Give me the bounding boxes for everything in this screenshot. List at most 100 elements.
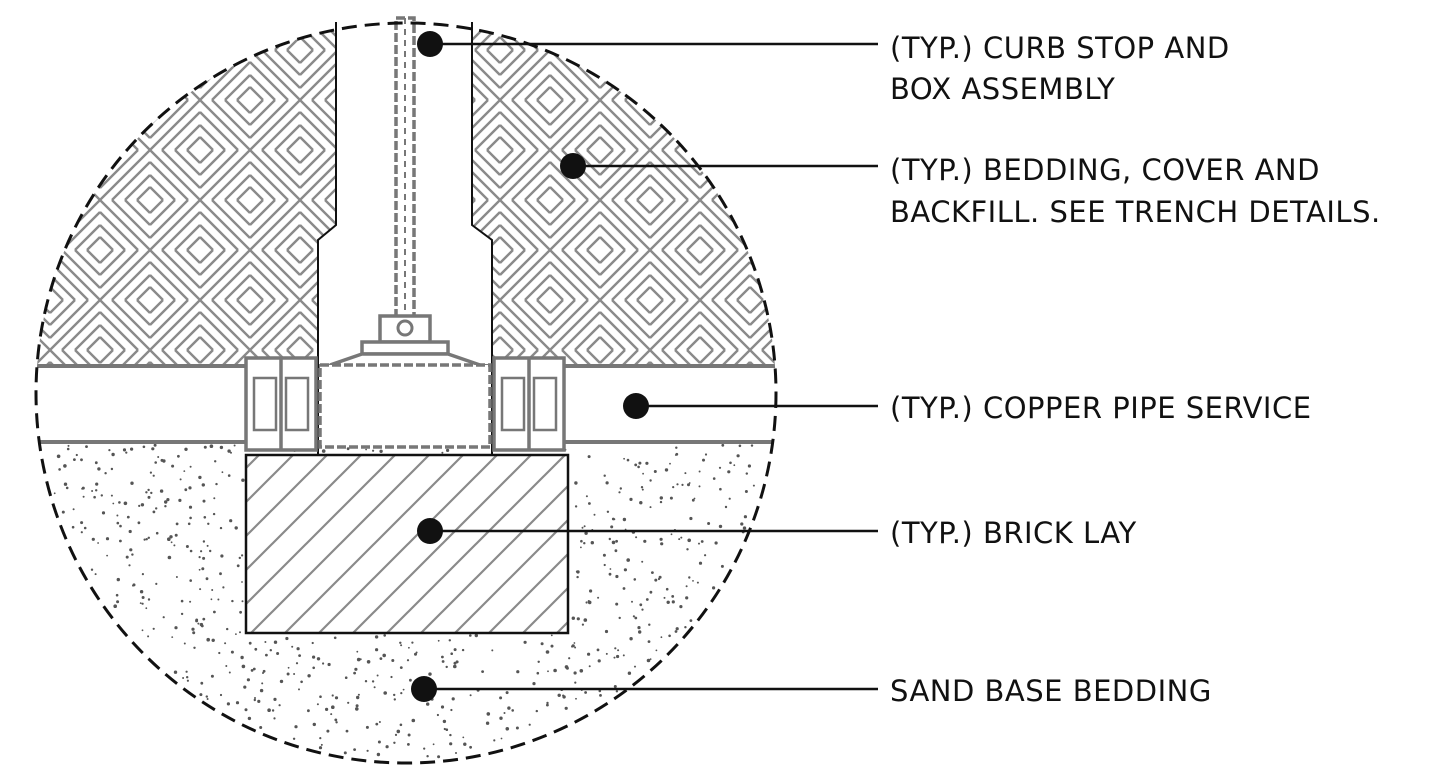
sand-dot <box>603 563 606 567</box>
sand-dot <box>453 664 457 669</box>
sand-dot <box>141 602 144 605</box>
sand-dot <box>184 488 188 492</box>
sand-dot <box>718 524 723 529</box>
sand-dot <box>90 568 94 571</box>
sand-dot <box>177 454 180 458</box>
sand-dot <box>202 556 206 560</box>
sand-dot <box>528 723 531 726</box>
sand-dot <box>733 464 736 467</box>
sand-dot <box>110 494 113 497</box>
sand-dot <box>219 693 223 697</box>
sand-dot <box>564 665 569 669</box>
sand-dot <box>145 607 148 610</box>
sand-dot <box>409 678 412 682</box>
sand-dot <box>185 545 189 548</box>
sand-dot <box>581 526 584 529</box>
sand-dot <box>105 537 110 541</box>
sand-dot <box>750 444 754 447</box>
sand-dot <box>742 526 747 530</box>
sand-dot <box>141 573 144 576</box>
sand-dot <box>356 650 359 653</box>
sand-dot <box>441 451 444 454</box>
sand-dot <box>65 486 69 490</box>
sand-dot <box>532 682 536 686</box>
sand-dot <box>227 474 231 477</box>
sand-dot <box>116 514 119 517</box>
sand-dot <box>562 694 565 697</box>
sand-dot <box>411 641 414 644</box>
sand-dot <box>616 654 620 659</box>
curb-box <box>317 22 493 455</box>
sand-dot <box>132 584 134 587</box>
sand-dot <box>719 487 722 491</box>
sand-dot <box>626 558 630 562</box>
sand-dot <box>248 641 252 645</box>
sand-dot <box>550 644 554 648</box>
sand-dot <box>259 688 264 693</box>
sand-dot <box>546 703 549 707</box>
sand-dot <box>241 554 244 557</box>
sand-dot <box>178 498 182 502</box>
sand-dot <box>687 538 691 543</box>
sand-dot <box>618 616 621 620</box>
sand-dot <box>125 451 128 454</box>
sand-dot <box>356 695 360 700</box>
sand-dot <box>173 544 176 547</box>
sand-dot <box>376 674 379 677</box>
sand-dot <box>254 697 256 699</box>
curb-stop-rod <box>394 16 416 320</box>
sand-dot <box>366 660 371 664</box>
sand-dot <box>241 478 245 482</box>
sand-dot <box>687 483 690 487</box>
sand-dot <box>298 654 301 657</box>
sand-dot <box>634 463 638 467</box>
sand-dot <box>175 576 178 578</box>
sand-dot <box>627 671 632 675</box>
sand-dot <box>116 521 120 525</box>
leader-curb-stop <box>417 31 878 57</box>
sand-dot <box>53 492 56 495</box>
sand-dot <box>169 535 173 539</box>
sand-dot <box>320 743 323 746</box>
sand-dot <box>81 486 85 490</box>
sand-dot <box>675 627 679 631</box>
sand-dot <box>675 446 678 449</box>
sand-dot <box>205 695 208 698</box>
sand-dot <box>608 572 612 576</box>
sand-dot <box>207 522 210 525</box>
sand-dot <box>377 740 381 744</box>
sand-dot <box>655 649 658 652</box>
sand-dot <box>399 666 403 669</box>
sand-dot <box>611 540 616 545</box>
sand-dot <box>516 670 520 674</box>
sand-dot <box>453 648 457 652</box>
sand-dot <box>164 505 167 508</box>
sand-dot <box>623 568 628 572</box>
sand-dot <box>184 447 188 451</box>
sand-dot <box>393 741 396 744</box>
sand-dot <box>393 693 396 697</box>
sand-dot <box>638 461 642 465</box>
sand-dot <box>666 600 670 604</box>
sand-dot <box>574 505 578 508</box>
sand-dot <box>224 642 227 645</box>
sand-dot <box>307 709 310 713</box>
sand-dot <box>617 649 620 652</box>
sand-dot <box>449 742 453 746</box>
sand-dot <box>376 752 381 757</box>
sand-dot <box>550 634 553 637</box>
sand-dot <box>664 468 669 472</box>
sand-dot <box>137 521 141 525</box>
sand-dot <box>238 556 241 560</box>
sand-dot <box>189 549 193 553</box>
sand-dot <box>728 497 731 500</box>
sand-dot <box>312 666 316 670</box>
sand-dot <box>638 630 642 634</box>
sand-dot <box>152 627 155 630</box>
sand-dot <box>318 746 323 750</box>
sand-dot <box>145 491 148 494</box>
sand-dot <box>696 581 699 584</box>
sand-dot <box>499 716 503 720</box>
sand-dot <box>364 680 368 683</box>
